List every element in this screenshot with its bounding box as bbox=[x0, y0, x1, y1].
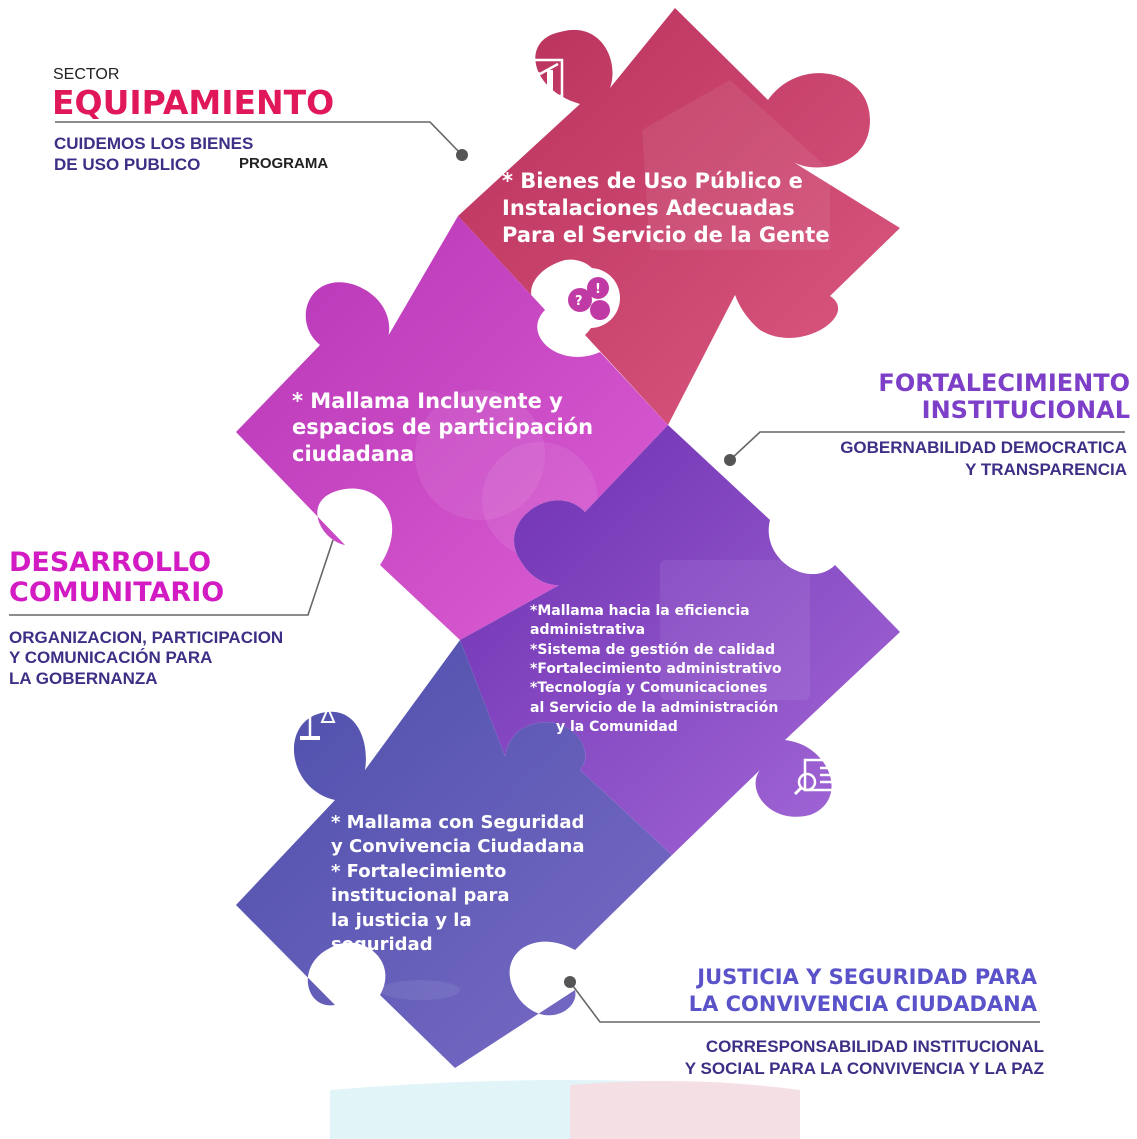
piece-text-equipamiento: * Bienes de Uso Público e Instalaciones … bbox=[502, 169, 830, 247]
program-desarrollo: ORGANIZACION, PARTICIPACION Y COMUNICACI… bbox=[9, 628, 284, 688]
program-word: PROGRAMA bbox=[239, 155, 329, 172]
piece-line: *Tecnología y Comunicaciones bbox=[530, 680, 768, 697]
leader-line-equipamiento bbox=[55, 121, 463, 156]
sector-title-equipamiento: EQUIPAMIENTO bbox=[52, 83, 335, 122]
piece-text-desarrollo: * Mallama Incluyente y espacios de parti… bbox=[292, 389, 594, 466]
piece-line: al Servicio de la administración bbox=[530, 699, 779, 716]
sector-title-desarrollo: DESARROLLO COMUNITARIO bbox=[9, 547, 225, 609]
leader-line-desarrollo bbox=[9, 539, 334, 616]
leader-dot-equipamiento bbox=[456, 149, 468, 161]
speech-bubbles-icon: ? ! bbox=[560, 268, 620, 328]
piece-text-fortalecimiento: *Mallama hacia la eficiencia administrat… bbox=[530, 602, 782, 737]
leader-lines bbox=[9, 121, 1125, 1023]
piece-line: administrativa bbox=[530, 622, 646, 639]
program-equipamiento: CUIDEMOS LOS BIENES DE USO PUBLICO bbox=[54, 134, 254, 175]
leader-dots bbox=[456, 149, 736, 988]
base-glow bbox=[330, 1080, 800, 1139]
piece-line: y la Comunidad bbox=[556, 718, 678, 735]
leader-dot-fortalecimiento bbox=[724, 454, 736, 466]
piece-text-justicia: * Mallama con Seguridad y Convivencia Ci… bbox=[331, 812, 585, 956]
piece-line: *Mallama hacia la eficiencia bbox=[530, 603, 750, 619]
program-fortalecimiento: GOBERNABILIDAD DEMOCRATICA Y TRANSPARENC… bbox=[840, 438, 1127, 480]
document-search-icon bbox=[793, 758, 841, 796]
leader-line-justicia bbox=[569, 981, 1040, 1023]
piece-line: *Fortalecimiento administrativo bbox=[530, 660, 782, 677]
leader-dot-justicia bbox=[564, 976, 576, 988]
puzzle-piece-equipamiento bbox=[458, 8, 900, 425]
puzzle-piece-fortalecimiento bbox=[460, 425, 900, 855]
puzzle-piece-justicia bbox=[236, 640, 672, 1068]
sector-title-justicia: JUSTICIA Y SEGURIDAD PARA LA CONVIVENCIA… bbox=[688, 965, 1037, 1017]
sector-label: SECTOR bbox=[53, 66, 120, 83]
svg-text:?: ? bbox=[575, 294, 583, 309]
svg-text:!: ! bbox=[595, 282, 601, 297]
leader-line-fortalecimiento bbox=[729, 431, 1125, 461]
chart-icon bbox=[508, 58, 564, 98]
program-justicia: CORRESPONSABILIDAD INSTITUCIONAL Y SOCIA… bbox=[684, 1037, 1044, 1079]
scales-icon bbox=[284, 702, 336, 740]
piece-line: *Sistema de gestión de calidad bbox=[530, 641, 776, 658]
sector-title-fortalecimiento: FORTALECIMIENTO INSTITUCIONAL bbox=[878, 369, 1130, 424]
